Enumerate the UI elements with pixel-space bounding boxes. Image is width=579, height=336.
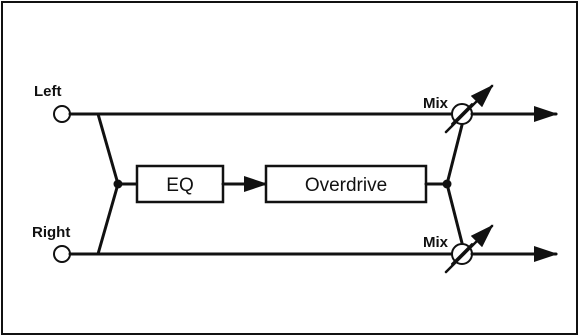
mix-bottom-adjust-arrow (444, 224, 494, 274)
overdrive-label: Overdrive (305, 175, 387, 196)
mix-top-label: Mix (423, 95, 449, 112)
mix-bottom-label: Mix (423, 234, 449, 251)
left-input-port (53, 105, 71, 123)
mix-top-adjust-arrow (444, 84, 494, 134)
mix-bottom-knob-slash (451, 243, 473, 265)
mix-top-knob-slash (451, 103, 473, 125)
right-input-label: Right (32, 224, 70, 241)
overdrive-block (264, 164, 428, 204)
left-input-label: Left (34, 83, 62, 100)
output-split-wires (445, 123, 464, 245)
right-input-port (53, 245, 71, 263)
eq-label: EQ (166, 175, 193, 196)
